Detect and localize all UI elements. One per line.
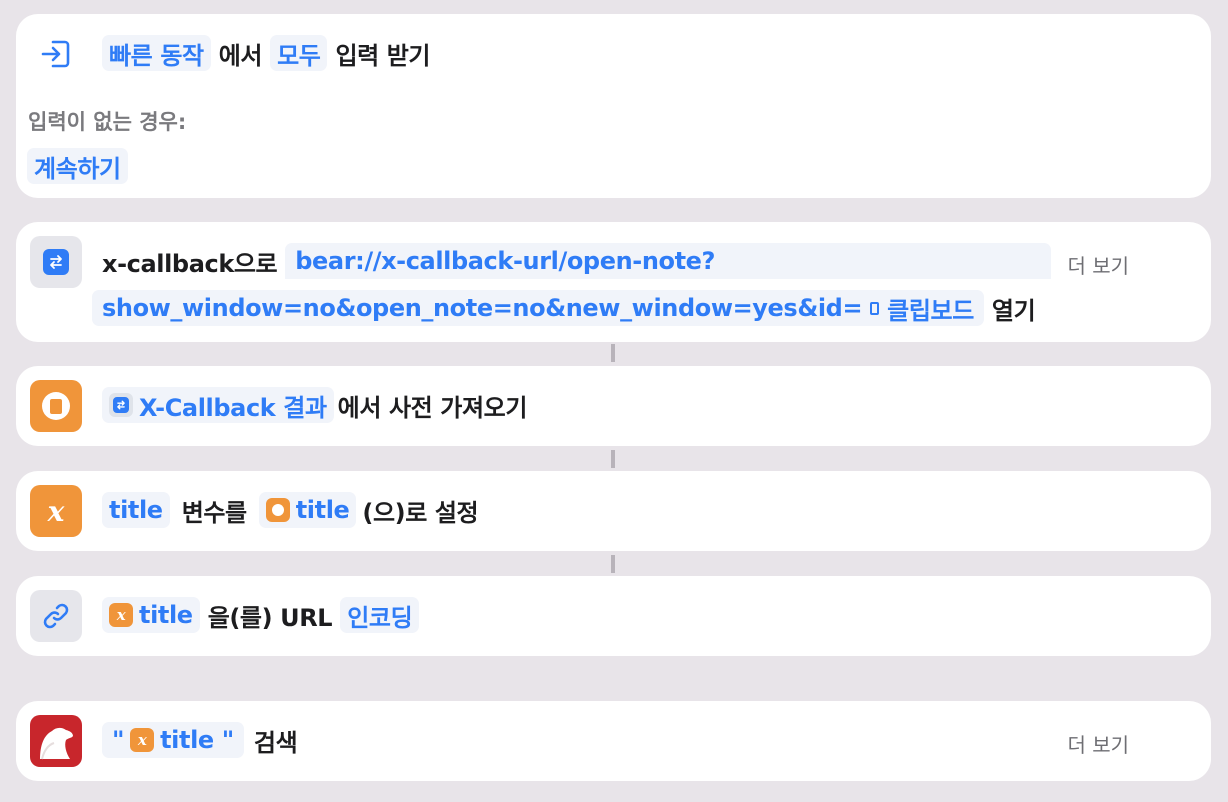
clipboard-icon — [870, 301, 880, 315]
xcallback-result-label: X-Callback 결과 — [139, 393, 327, 422]
input-variable-chip[interactable]: x title — [102, 597, 200, 633]
url-field-line1[interactable]: bear://x-callback-url/open-note? — [285, 243, 1052, 279]
dictionary-icon — [30, 380, 82, 432]
xcallback-card[interactable]: x-callback으로 bear://x-callback-url/open-… — [16, 222, 1211, 342]
source-chip[interactable]: 빠른 동작 — [102, 35, 211, 71]
set-variable-card[interactable]: x title 변수를 title (으)로 설정 — [16, 471, 1211, 551]
clipboard-label: 클립보드 — [887, 296, 974, 325]
url-line2-text: show_window=no&open_note=no&new_window=y… — [102, 294, 863, 322]
receive-input-card[interactable]: 빠른 동작 에서 모두 입력 받기 입력이 없는 경우: 계속하기 — [16, 14, 1211, 198]
variable-x-icon: x — [30, 485, 82, 537]
receive-label: 입력 받기 — [335, 41, 431, 70]
get-dictionary-card[interactable]: X-Callback 결과 에서 사전 가져오기 — [16, 366, 1211, 446]
connector — [611, 555, 615, 573]
quote-close: " — [221, 726, 235, 754]
input-variable-label: title — [139, 601, 193, 629]
xcallback-arrows-icon — [109, 393, 133, 417]
clipboard-variable[interactable]: 클립보드 — [870, 291, 974, 326]
variable-x-icon: x — [130, 728, 155, 752]
open-label: 열기 — [991, 296, 1036, 325]
xcallback-result-chip[interactable]: X-Callback 결과 — [102, 387, 334, 423]
encode-label: 을(를) URL — [207, 603, 333, 632]
no-input-action-chip[interactable]: 계속하기 — [27, 148, 128, 184]
variable-value-chip[interactable]: title — [258, 492, 357, 528]
type-chip[interactable]: 모두 — [270, 35, 328, 71]
variable-value-label: title — [295, 496, 350, 524]
link-icon — [30, 590, 82, 642]
more-button[interactable]: 더 보기 — [1067, 733, 1129, 757]
url-encode-card[interactable]: x title 을(를) URL 인코딩 — [16, 576, 1211, 656]
more-button[interactable]: 더 보기 — [1067, 254, 1129, 278]
variable-name-chip[interactable]: title — [102, 492, 170, 528]
search-query-label: title — [160, 726, 214, 754]
from-label: 에서 — [218, 41, 263, 70]
bear-app-icon — [30, 715, 82, 767]
no-input-label: 입력이 없는 경우: — [28, 110, 187, 134]
connector — [611, 450, 615, 468]
get-dictionary-label: 에서 사전 가져오기 — [337, 393, 528, 422]
search-label: 검색 — [253, 728, 298, 757]
quote-open: " — [112, 726, 125, 754]
variable-label: 변수를 — [181, 498, 247, 527]
xcallback-prefix: x-callback으로 — [102, 249, 278, 278]
dictionary-icon — [265, 498, 290, 522]
connector — [611, 344, 615, 362]
set-label: (으)로 설정 — [362, 498, 479, 527]
xcallback-arrows-icon — [30, 236, 82, 288]
variable-x-icon: x — [109, 603, 133, 627]
search-query-field[interactable]: " x title " — [102, 722, 244, 758]
encode-mode-chip[interactable]: 인코딩 — [340, 597, 420, 633]
input-arrow-icon — [30, 28, 82, 80]
bear-search-card[interactable]: " x title " 검색 더 보기 — [16, 701, 1211, 781]
url-field-line2[interactable]: show_window=no&open_note=no&new_window=y… — [92, 290, 984, 326]
